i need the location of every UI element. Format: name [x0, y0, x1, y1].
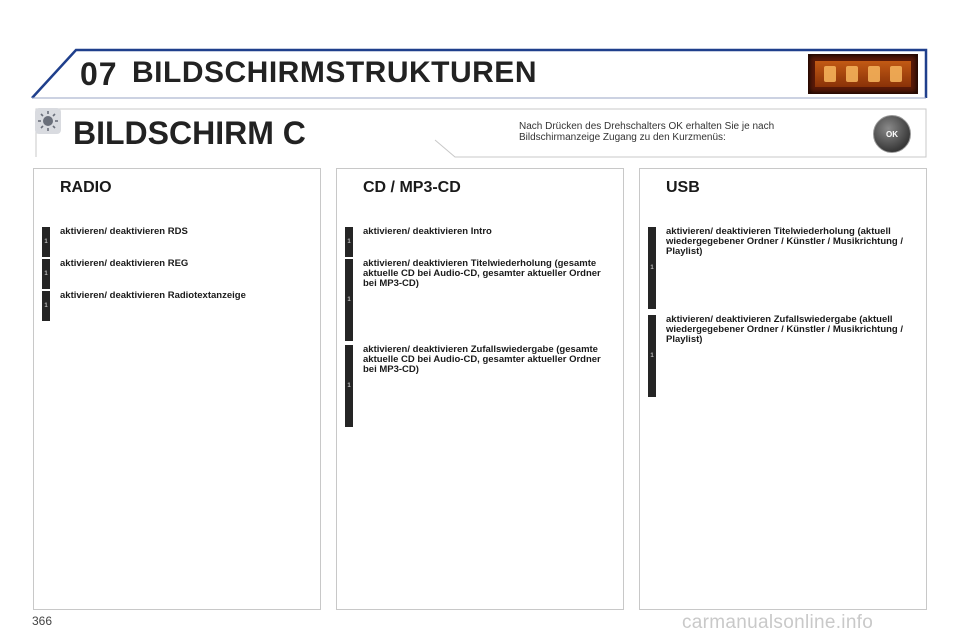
- rotary-dial-icon: [35, 108, 61, 134]
- level-bar: 1: [345, 345, 353, 427]
- navigation-icon: [868, 66, 880, 82]
- radio-column: RADIO 1 aktivieren/ deaktivieren RDS 1 a…: [33, 168, 321, 610]
- screen-banner: BILDSCHIRM C Nach Drücken des Drehschalt…: [35, 108, 927, 158]
- cd-item-repeat: aktivieren/ deaktivieren Titelwiederholu…: [363, 258, 601, 289]
- radio-item-radiotext: aktivieren/ deaktivieren Radiotextanzeig…: [60, 290, 246, 301]
- chapter-header: 07 BILDSCHIRMSTRUKTUREN: [30, 48, 928, 100]
- usb-column: USB 1 aktivieren/ deaktivieren Titelwied…: [639, 168, 927, 610]
- chapter-number: 07: [80, 56, 118, 92]
- usb-item-shuffle: aktivieren/ deaktivieren Zufallswiederga…: [666, 314, 904, 345]
- screen-title: BILDSCHIRM C: [73, 115, 306, 151]
- level-bar: 1: [345, 259, 353, 341]
- usb-title: USB: [666, 179, 700, 196]
- radio-item-reg: aktivieren/ deaktivieren REG: [60, 258, 189, 269]
- radio-icon: [824, 66, 836, 82]
- level-bar: 1: [42, 291, 50, 321]
- watermark: carmanualsonline.info: [682, 612, 874, 633]
- media-icon: [846, 66, 858, 82]
- header-frame: [31, 48, 928, 99]
- hint-text: Nach Drücken des Drehschalters OK erhalt…: [519, 121, 775, 143]
- usb-item-repeat: aktivieren/ deaktivieren Titelwiederholu…: [666, 226, 904, 257]
- phone-icon: [890, 66, 902, 82]
- radio-item-rds: aktivieren/ deaktivieren RDS: [60, 226, 188, 237]
- display-screen-thumbnail: [808, 54, 918, 94]
- level-bar: 1: [648, 315, 656, 397]
- chapter-title: BILDSCHIRMSTRUKTUREN: [132, 56, 537, 89]
- cd-item-shuffle: aktivieren/ deaktivieren Zufallswiederga…: [363, 344, 601, 375]
- radio-title: RADIO: [60, 179, 112, 196]
- cd-title: CD / MP3-CD: [363, 179, 461, 196]
- level-bar: 1: [648, 227, 656, 309]
- ok-button: OK: [873, 115, 911, 153]
- cd-column: CD / MP3-CD 1 aktivieren/ deaktivieren I…: [336, 168, 624, 610]
- level-bar: 1: [345, 227, 353, 257]
- page-number: 366: [32, 614, 53, 628]
- cd-item-intro: aktivieren/ deaktivieren Intro: [363, 226, 492, 237]
- level-bar: 1: [42, 259, 50, 289]
- level-bar: 1: [42, 227, 50, 257]
